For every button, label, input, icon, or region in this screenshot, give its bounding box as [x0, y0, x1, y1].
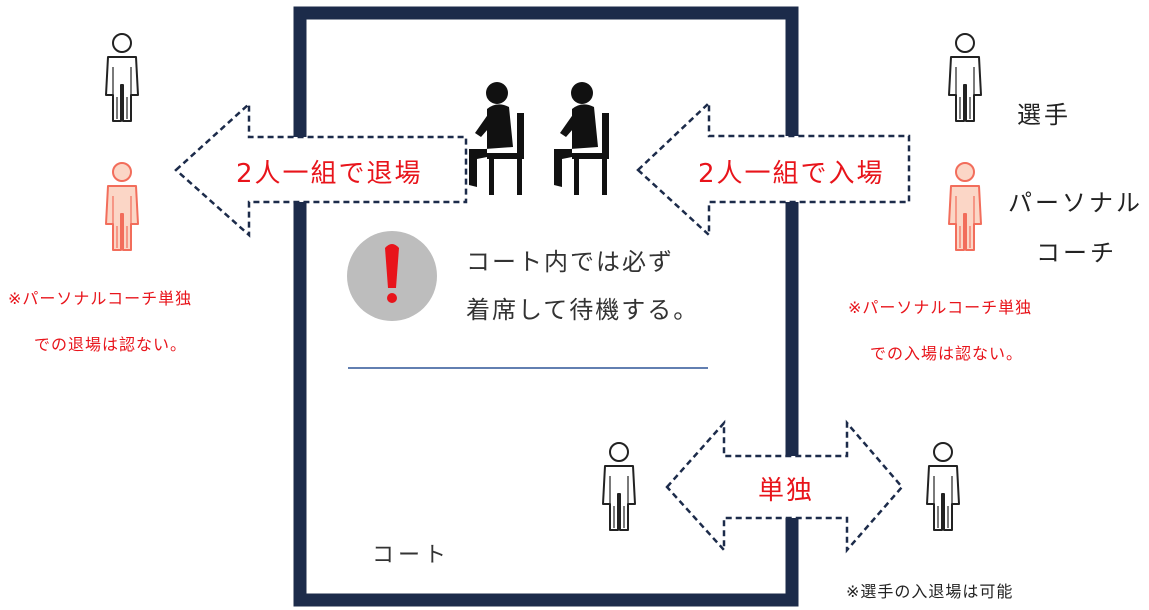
player-icon	[948, 33, 982, 122]
enter-label: 2人一組で入場	[698, 159, 885, 189]
right-note-line2: での入場は認ない。	[870, 344, 1024, 363]
left-note-line1: ※パーソナルコーチ単独	[8, 289, 193, 308]
coach-icon	[948, 162, 982, 251]
seated-player-icon	[554, 82, 609, 195]
enter-arrow	[636, 100, 911, 238]
exit-label: 2人一組で退場	[236, 159, 423, 189]
solo-double-arrow	[665, 419, 904, 554]
player-icon	[926, 442, 960, 531]
warning-icon	[347, 231, 437, 321]
bottom-note: ※選手の入退場は可能	[846, 582, 1014, 601]
coach-icon	[105, 162, 139, 251]
court-outline	[293, 6, 799, 607]
legend-coach-line1: パーソナル	[1008, 189, 1143, 217]
court-label: コート	[372, 543, 451, 568]
seated-player-icon	[469, 82, 524, 195]
legend-player-label: 選手	[1017, 101, 1071, 129]
exit-arrow	[174, 101, 468, 238]
right-note-line1: ※パーソナルコーチ単独	[848, 298, 1033, 317]
court-rule-line2: 着席して待機する。	[466, 296, 700, 324]
player-icon	[105, 33, 139, 122]
legend-coach-line2: コーチ	[1036, 239, 1117, 267]
solo-label: 単独	[758, 476, 815, 506]
player-icon	[602, 442, 636, 531]
left-note-line2: での退場は認ない。	[34, 335, 188, 354]
court-rule-line1: コート内では必ず	[466, 248, 674, 276]
